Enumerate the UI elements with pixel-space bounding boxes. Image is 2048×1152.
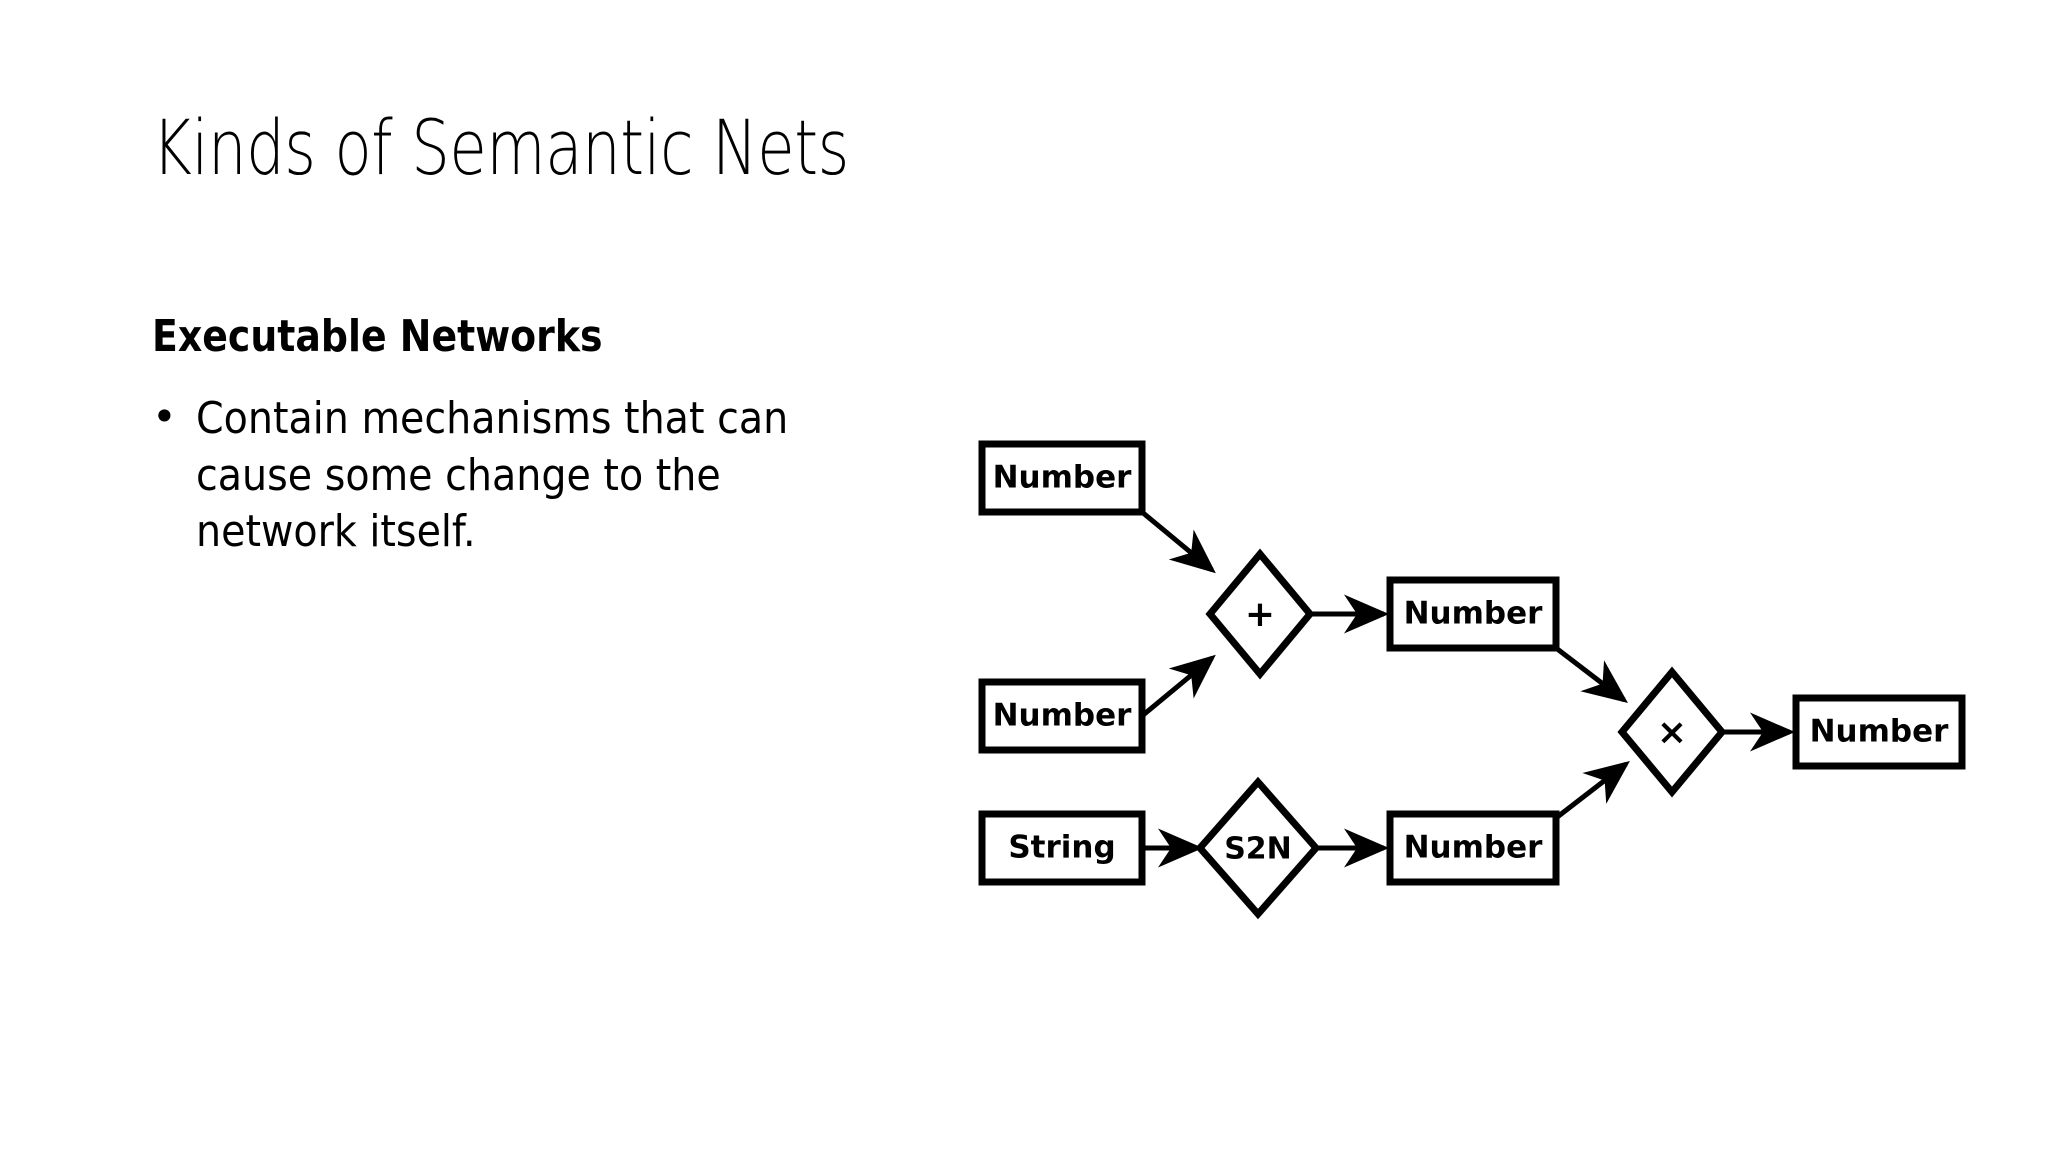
node-operator-add[interactable]: + <box>1205 548 1315 680</box>
node-label: S2N <box>1224 832 1292 867</box>
edge-num-a-to-plus <box>1140 510 1216 574</box>
node-label: Number <box>1404 830 1544 866</box>
edge-num-sum-to-times <box>1554 646 1628 704</box>
body-heading: Executable Networks <box>152 311 603 362</box>
body-text-column: Executable Networks • Contain mechanisms… <box>152 312 942 560</box>
node-number-from-s2n[interactable]: Number <box>1386 810 1560 886</box>
edge-num-b-to-plus <box>1140 654 1216 718</box>
node-label: Number <box>1404 596 1544 632</box>
bullet-marker-icon: • <box>152 392 177 442</box>
node-label: + <box>1245 594 1275 635</box>
node-number-input-a[interactable]: Number <box>978 440 1146 516</box>
node-string-input[interactable]: String <box>978 810 1146 886</box>
executable-network-diagram: Number Number + Number String <box>960 420 2030 940</box>
node-label: Number <box>993 460 1133 496</box>
node-operator-s2n[interactable]: S2N <box>1195 776 1321 920</box>
diagram-edges <box>1140 510 1795 868</box>
node-number-input-b[interactable]: Number <box>978 678 1146 754</box>
node-label: Number <box>993 698 1133 734</box>
node-label: Number <box>1810 714 1950 750</box>
list-item: • Contain mechanisms that can cause some… <box>152 391 942 560</box>
node-label: String <box>1008 830 1115 866</box>
node-label: × <box>1657 712 1687 753</box>
edge-num-s2n-to-times <box>1554 760 1630 820</box>
bullet-text: Contain mechanisms that can cause some c… <box>196 393 789 557</box>
node-number-output[interactable]: Number <box>1792 694 1966 770</box>
node-operator-multiply[interactable]: × <box>1617 666 1727 798</box>
node-number-sum[interactable]: Number <box>1386 576 1560 652</box>
page-title: Kinds of Semantic Nets <box>152 103 849 192</box>
